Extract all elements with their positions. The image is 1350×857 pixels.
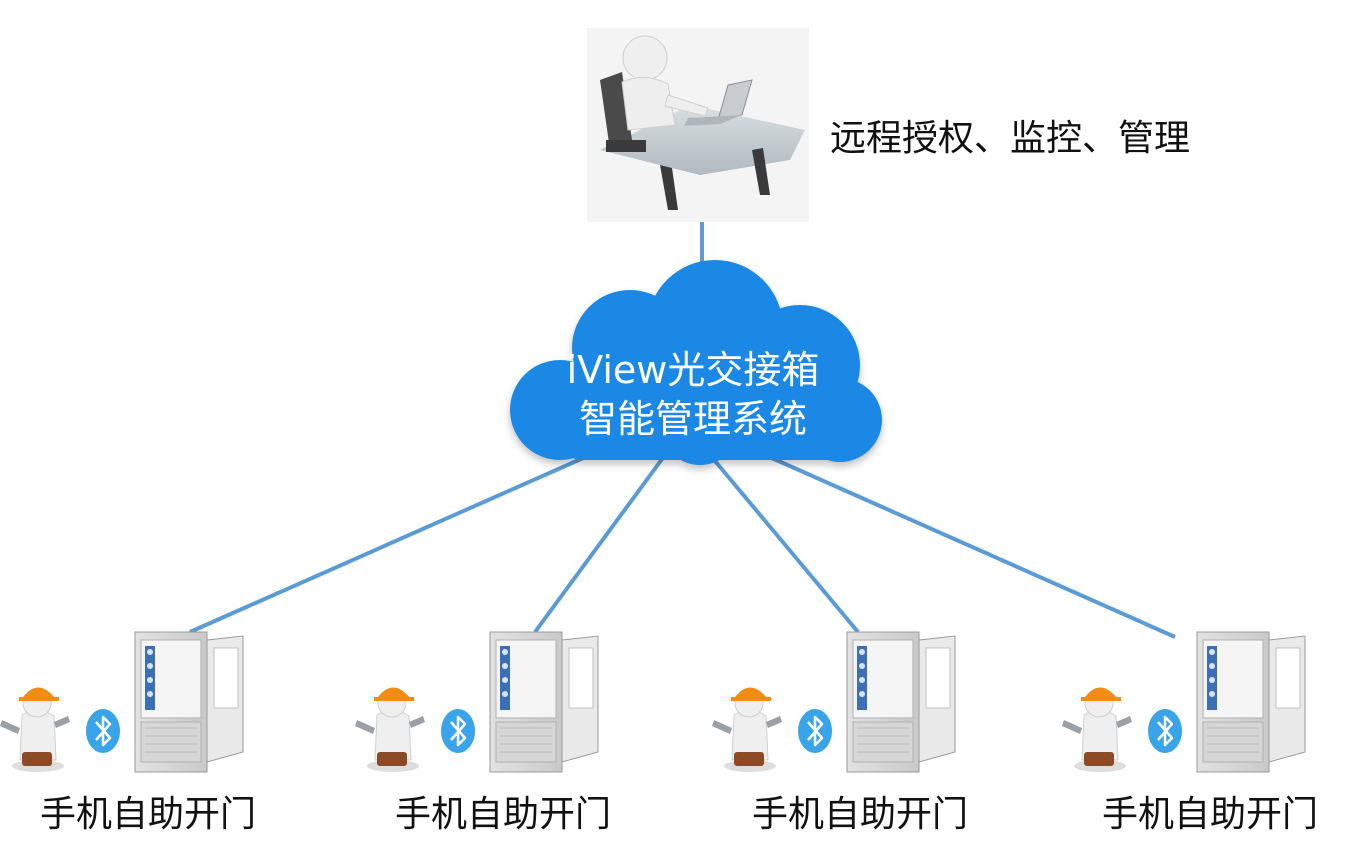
worker-figure — [1062, 687, 1132, 772]
cabinet-image — [489, 631, 599, 773]
admin-workstation-image — [587, 28, 809, 222]
bluetooth-icon — [86, 709, 120, 753]
connection-lines — [189, 220, 1176, 639]
node-label: 手机自助开门 — [40, 794, 256, 835]
admin-label: 远程授权、监控、管理 — [830, 118, 1190, 159]
bluetooth-icon — [441, 709, 475, 753]
node-label: 手机自助开门 — [752, 794, 968, 835]
bluetooth-icon — [798, 709, 832, 753]
node-group: 手机自助开门 手机自助开门 手机自助开门 手机自助开门 — [0, 631, 1318, 835]
worker-figure — [355, 687, 425, 772]
link-cloud-node-4 — [764, 453, 1176, 639]
cloud-shape — [510, 260, 882, 465]
cabinet-image — [1196, 631, 1306, 773]
link-cloud-node-2 — [533, 453, 667, 634]
link-cloud-node-3 — [708, 453, 860, 634]
node: 手机自助开门 — [1062, 631, 1318, 835]
worker-figure — [712, 687, 782, 772]
node: 手机自助开门 — [712, 631, 968, 835]
cloud-title-line1: iView光交接箱 — [567, 348, 820, 392]
link-cloud-node-1 — [189, 453, 591, 634]
cabinet-image — [846, 631, 956, 773]
node: 手机自助开门 — [355, 631, 611, 835]
cabinet-image — [134, 631, 244, 773]
worker-figure — [0, 687, 70, 772]
bluetooth-icon — [1148, 709, 1182, 753]
node: 手机自助开门 — [0, 631, 256, 835]
cloud-title-line2: 智能管理系统 — [579, 397, 807, 441]
node-label: 手机自助开门 — [395, 794, 611, 835]
node-label: 手机自助开门 — [1102, 794, 1318, 835]
